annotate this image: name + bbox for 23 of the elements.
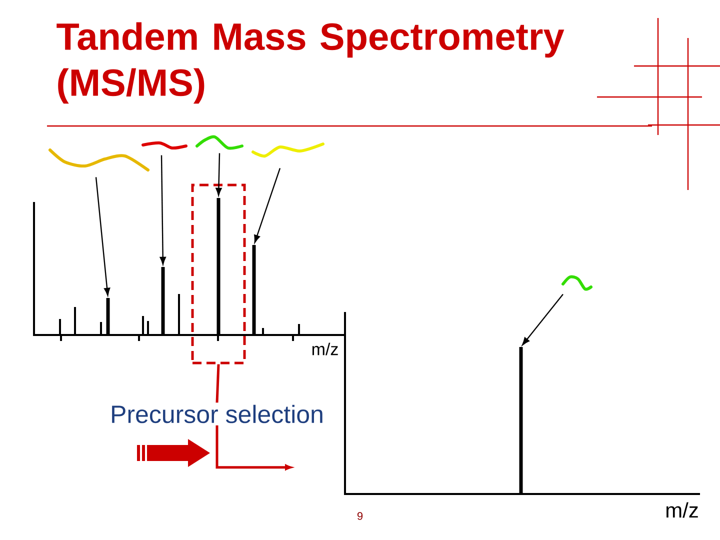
peak <box>252 245 256 335</box>
connector-line <box>216 364 220 403</box>
leader-arrow <box>216 153 222 196</box>
leader-arrow <box>95 177 110 296</box>
molecule-curve <box>142 141 188 150</box>
peak <box>161 267 165 335</box>
molecule-curve <box>196 135 244 150</box>
leader-line <box>216 425 292 470</box>
molecule-curve <box>48 148 150 172</box>
title: Tandem Mass Spectrometry (MS/MS) <box>56 22 564 104</box>
caption-text: Precursor selection <box>112 404 322 424</box>
molecule-curve <box>562 275 592 291</box>
leader-arrow <box>522 294 564 346</box>
molecule-curve <box>252 142 324 158</box>
peak <box>519 347 523 494</box>
peak <box>106 298 110 335</box>
page-number: 9 <box>357 512 363 520</box>
leader-arrow <box>160 155 166 265</box>
peak <box>216 198 220 335</box>
axis-label: m/z <box>666 502 698 518</box>
axis-label: m/z <box>312 342 338 356</box>
leader-arrow <box>254 168 281 243</box>
selection-box <box>191 184 246 364</box>
